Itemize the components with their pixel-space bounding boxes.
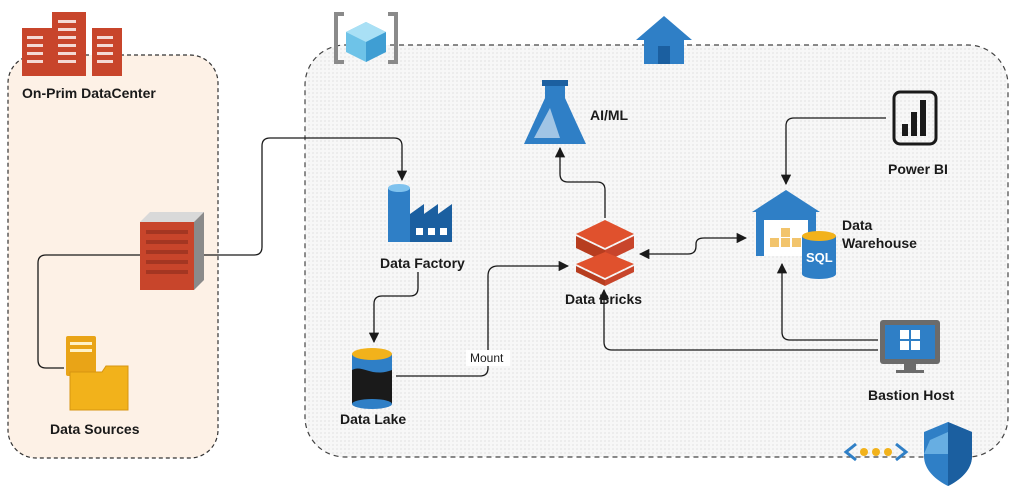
connectors bbox=[37, 117, 886, 377]
edge-bricks-to-warehouse bbox=[638, 232, 748, 260]
data-lake-icon bbox=[352, 348, 392, 409]
data-sources-label: Data Sources bbox=[50, 421, 140, 437]
bastion-host-icon bbox=[880, 320, 940, 373]
sql-text: SQL bbox=[806, 250, 833, 265]
mount-label-bg bbox=[466, 350, 510, 366]
data-lake-label: Data Lake bbox=[340, 411, 406, 427]
resource-group-icon bbox=[334, 12, 398, 64]
data-warehouse-label-line2: Warehouse bbox=[842, 235, 917, 251]
gateway-server-icon bbox=[140, 212, 204, 290]
data-warehouse-icon bbox=[752, 190, 836, 279]
bastion-host-label: Bastion Host bbox=[868, 387, 955, 403]
edge-gateway-to-factory bbox=[204, 137, 408, 256]
data-sources-icon bbox=[66, 336, 129, 411]
edge-factory-to-lake bbox=[368, 272, 419, 344]
ai-ml-icon bbox=[524, 80, 586, 144]
data-warehouse-label-line1: Data bbox=[842, 217, 873, 233]
onprem-zone-label: On-Prim DataCenter bbox=[22, 85, 156, 101]
edge-powerbi-to-warehouse bbox=[780, 117, 886, 186]
datacenter-building-icon bbox=[22, 12, 122, 76]
edge-bastion-to-warehouse bbox=[776, 262, 878, 341]
ai-ml-label: AI/ML bbox=[590, 107, 629, 123]
data-factory-label: Data Factory bbox=[380, 255, 465, 271]
edge-gateway-to-sources bbox=[37, 254, 140, 369]
shield-icon bbox=[924, 422, 972, 486]
edge-bastion-to-bricks bbox=[598, 288, 878, 351]
home-icon bbox=[636, 16, 692, 64]
mount-edge-label: Mount bbox=[470, 351, 504, 365]
data-factory-icon bbox=[388, 184, 452, 242]
edge-bricks-to-aiml bbox=[554, 146, 606, 218]
power-bi-label: Power BI bbox=[888, 161, 948, 177]
data-bricks-icon bbox=[576, 220, 634, 286]
edge-lake-to-bricks bbox=[396, 260, 570, 377]
vnet-icon bbox=[843, 442, 909, 462]
power-bi-icon bbox=[892, 90, 938, 146]
